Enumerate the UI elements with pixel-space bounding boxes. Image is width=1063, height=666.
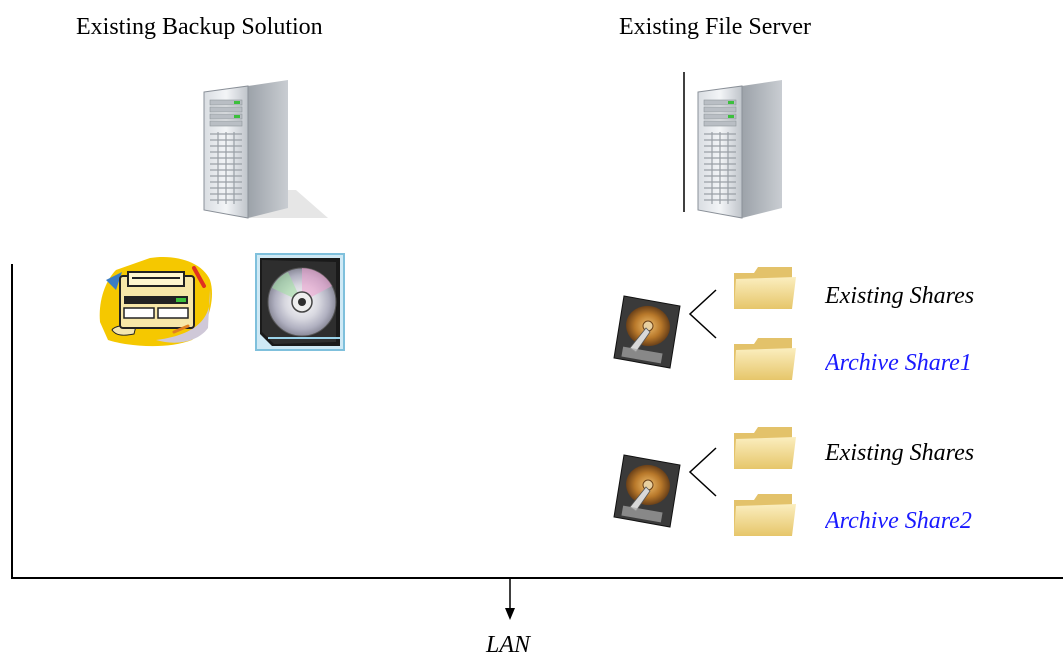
backup-solution-title: Existing Backup Solution bbox=[76, 14, 323, 40]
tape-drive-icon bbox=[96, 250, 216, 350]
share-label-archive: Archive Share2 bbox=[825, 508, 972, 530]
arrow-down-icon bbox=[505, 608, 515, 620]
file-server-title: Existing File Server bbox=[619, 14, 811, 40]
backup-server-icon bbox=[196, 78, 336, 228]
lan-bus bbox=[11, 264, 1063, 579]
hard-disk-icon bbox=[610, 292, 684, 370]
hard-disk-icon bbox=[610, 451, 684, 529]
share-label-existing: Existing Shares bbox=[825, 283, 975, 309]
folder-icon bbox=[732, 492, 798, 538]
lan-label: LAN bbox=[486, 632, 531, 658]
folder-icon bbox=[732, 336, 798, 382]
disk1-bracket bbox=[688, 288, 720, 340]
share-label-existing: Existing Shares bbox=[825, 440, 975, 466]
folder-icon bbox=[732, 265, 798, 311]
cd-case-icon bbox=[254, 250, 350, 354]
disk2-bracket bbox=[688, 446, 720, 498]
folder-icon bbox=[732, 425, 798, 471]
file-server-icon bbox=[690, 78, 830, 228]
share-label-archive: Archive Share1 bbox=[825, 350, 972, 372]
